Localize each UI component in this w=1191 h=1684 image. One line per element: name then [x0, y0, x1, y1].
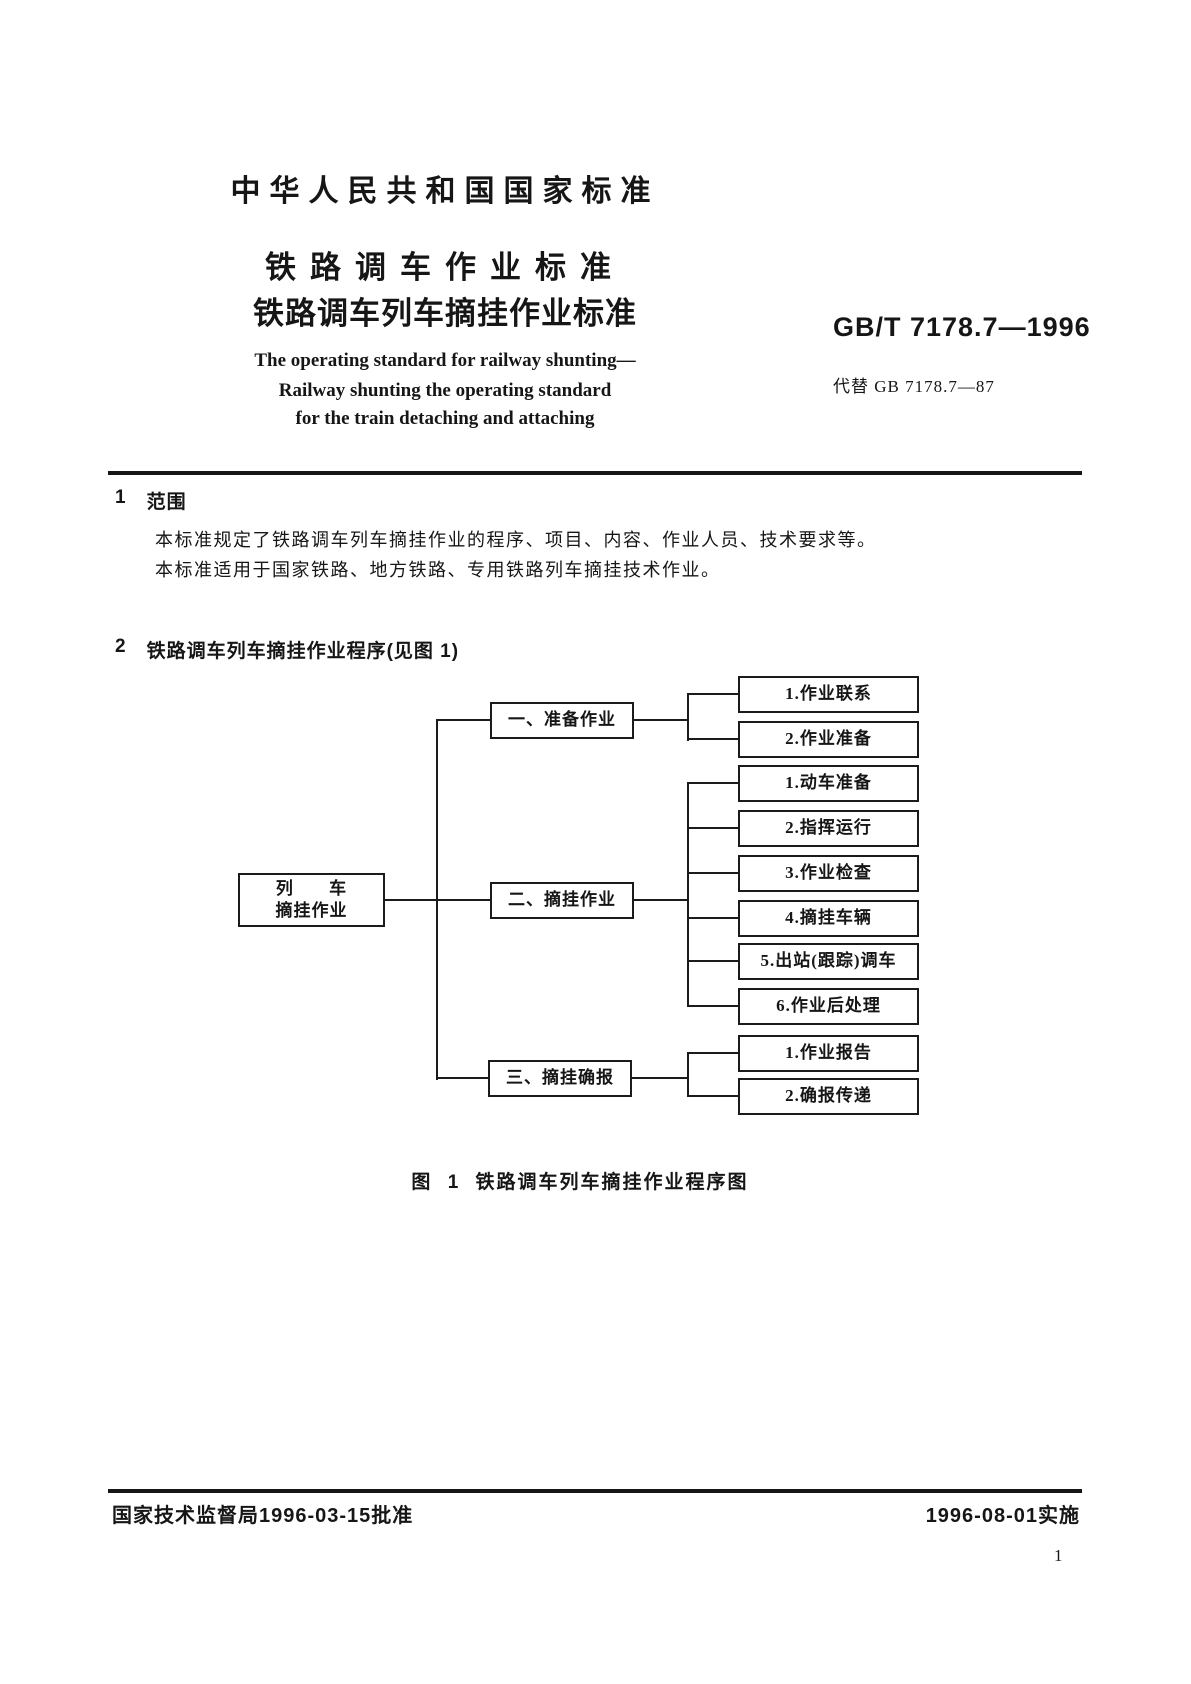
- flow-child-label: 1.作业报告: [785, 1043, 872, 1063]
- section-2-number: 2: [115, 636, 127, 657]
- figure-caption: 图 1 铁路调车列车摘挂作业程序图: [411, 1172, 749, 1193]
- connector-line: [688, 1052, 738, 1054]
- scope-paragraph-1: 本标准规定了铁路调车列车摘挂作业的程序、项目、内容、作业人员、技术要求等。: [155, 530, 877, 550]
- flow-child-box: 3.作业检查: [738, 855, 919, 892]
- implementation-note: 1996-08-01实施: [925, 1505, 1080, 1527]
- connector-line: [688, 693, 738, 695]
- replaces-note: 代替 GB 7178.7—87: [833, 377, 995, 396]
- flow-child-box: 1.作业联系: [738, 676, 919, 713]
- flow-child-label: 2.指挥运行: [785, 818, 872, 838]
- flow-branch-label: 三、摘挂确报: [506, 1068, 614, 1088]
- connector-line: [688, 960, 738, 962]
- section-2-title: 铁路调车列车摘挂作业程序(见图 1): [146, 641, 460, 662]
- flow-child-box: 4.摘挂车辆: [738, 900, 919, 937]
- flow-child-label: 1.作业联系: [785, 684, 872, 704]
- flow-child-box: 1.动车准备: [738, 765, 919, 802]
- trunk-line: [436, 719, 438, 1080]
- flow-child-box: 5.出站(跟踪)调车: [738, 943, 919, 980]
- title-cn-line2: 铁路调车列车摘挂作业标准: [253, 296, 637, 331]
- connector-line: [688, 872, 738, 874]
- title-cn-line1: 铁路调车作业标准: [265, 250, 625, 285]
- national-standard-heading: 中华人民共和国国家标准: [230, 175, 660, 208]
- flow-child-label: 4.摘挂车辆: [785, 908, 872, 928]
- footer-rule: [108, 1489, 1082, 1493]
- connector-line: [688, 782, 738, 784]
- section-1-number: 1: [115, 487, 127, 508]
- flow-child-label: 5.出站(跟踪)调车: [760, 951, 897, 971]
- flow-branch-box: 一、准备作业: [490, 702, 634, 739]
- section-1-heading: 1 范围: [115, 487, 187, 514]
- section-1-title: 范围: [146, 492, 187, 513]
- approval-note: 国家技术监督局1996-03-15批准: [112, 1505, 414, 1527]
- flow-child-label: 1.动车准备: [785, 773, 872, 793]
- connector-line: [634, 719, 688, 721]
- flow-branch-box: 二、摘挂作业: [490, 882, 634, 919]
- page-number: 1: [1054, 1546, 1063, 1565]
- flow-child-label: 2.确报传递: [785, 1086, 872, 1106]
- flow-child-label: 3.作业检查: [785, 863, 872, 883]
- standard-code: GB/T 7178.7—1996: [833, 312, 1091, 342]
- flow-branch-label: 二、摘挂作业: [508, 890, 616, 910]
- section-2-heading: 2 铁路调车列车摘挂作业程序(见图 1): [115, 636, 459, 663]
- flow-root-label-line2: 摘挂作业: [275, 901, 348, 920]
- flow-root-box: 列 车 摘挂作业: [238, 873, 385, 927]
- flow-child-label: 2.作业准备: [785, 729, 872, 749]
- connector-line: [437, 1077, 490, 1079]
- connector-line: [437, 719, 490, 721]
- scope-paragraph-2: 本标准适用于国家铁路、地方铁路、专用铁路列车摘挂技术作业。: [155, 560, 721, 580]
- header-rule: [108, 471, 1082, 475]
- flow-child-box: 2.确报传递: [738, 1078, 919, 1115]
- flow-child-box: 6.作业后处理: [738, 988, 919, 1025]
- connector-line: [634, 899, 688, 901]
- flow-child-box: 2.指挥运行: [738, 810, 919, 847]
- connector-line: [688, 1005, 738, 1007]
- connector-line: [632, 1077, 688, 1079]
- title-en-line3: for the train detaching and attaching: [295, 408, 595, 429]
- flow-root-label-line1: 列 车: [275, 878, 348, 898]
- title-en-line1: The operating standard for railway shunt…: [254, 350, 636, 371]
- flow-branch-box: 三、摘挂确报: [488, 1060, 632, 1097]
- flow-child-label: 6.作业后处理: [776, 996, 881, 1016]
- flow-branch-label: 一、准备作业: [508, 710, 616, 730]
- connector-line: [688, 1095, 738, 1097]
- bracket-line: [687, 693, 689, 741]
- bracket-line: [687, 1052, 689, 1097]
- connector-line: [688, 917, 738, 919]
- bracket-line: [687, 782, 689, 1007]
- title-en-line2: Railway shunting the operating standard: [278, 380, 612, 401]
- flow-child-box: 2.作业准备: [738, 721, 919, 758]
- connector-line: [688, 738, 738, 740]
- flow-child-box: 1.作业报告: [738, 1035, 919, 1072]
- connector-line: [688, 827, 738, 829]
